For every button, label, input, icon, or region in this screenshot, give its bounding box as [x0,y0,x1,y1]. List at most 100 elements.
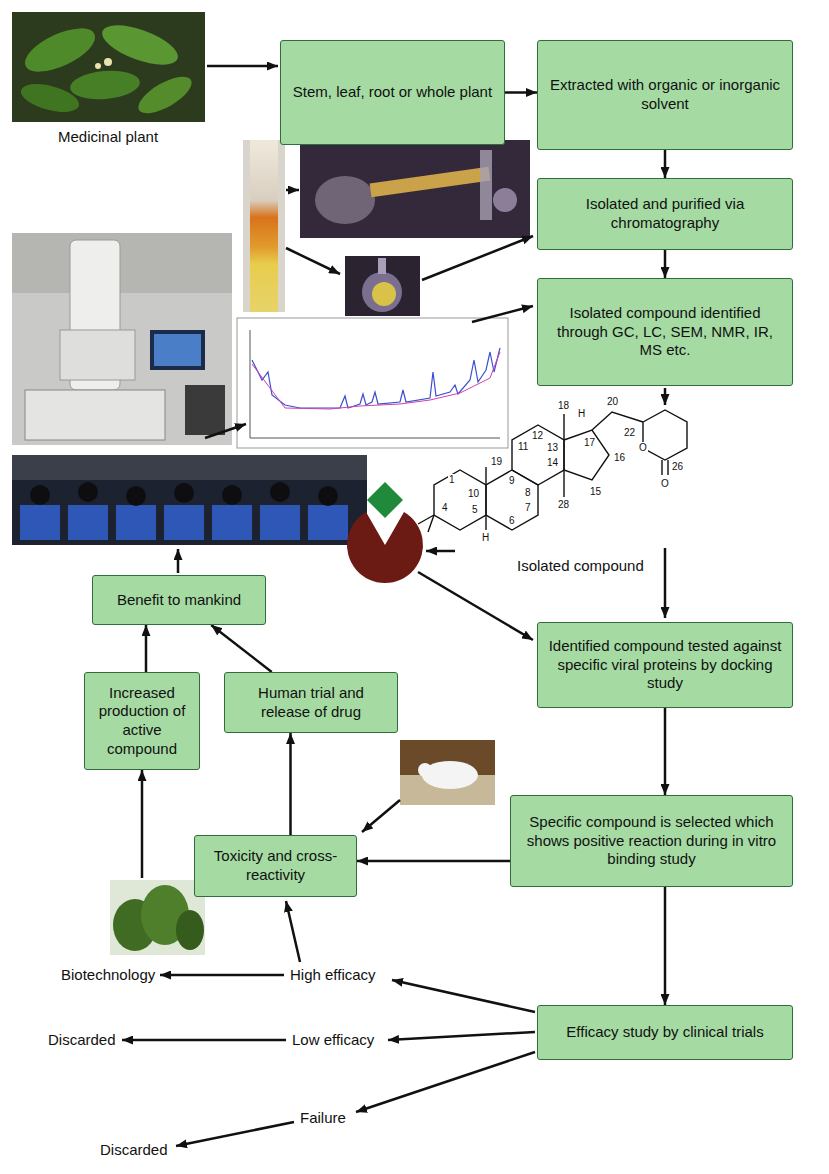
audience-photo [308,505,348,540]
atom-symbol: O [638,442,648,454]
atom-number: 13 [546,442,559,454]
box-text: Toxicity and cross-reactivity [203,847,348,885]
flow-arrow [286,901,300,962]
plant-photo [133,70,197,121]
chemical-structure [564,430,609,480]
column-photo [243,140,285,312]
flow-arrow [286,248,340,274]
process-box: Efficacy study by clinical trials [537,1005,793,1060]
soxhlet-photo [493,188,517,212]
atom-number: 5 [471,504,479,516]
flask-photo [372,282,396,306]
audience-photo [20,505,60,540]
atom-number: 6 [508,515,516,527]
plant-photo [95,63,101,69]
chemical-structure [667,460,668,475]
process-box: Toxicity and cross-reactivity [194,835,357,897]
soxhlet-photo [300,140,530,238]
box-text: Stem, leaf, root or whole plant [293,83,492,102]
microscope-photo [25,390,165,440]
arrow-connector [211,625,272,672]
binding-icon [347,512,423,583]
flask-photo [362,272,402,312]
atom-number: 10 [467,488,480,500]
atom-number: 11 [517,441,529,453]
process-box: Human trial and release of drug [224,672,398,733]
audience-photo [68,505,108,540]
atom-number: 22 [623,427,636,439]
process-box: Identified compound tested against speci… [537,622,793,708]
column-photo [243,140,285,312]
chemical-structure [428,515,434,532]
flow-arrow [362,800,400,832]
plant-photo [104,58,112,66]
atom-number: 17 [583,437,596,449]
chemical-structure [563,414,564,440]
chromatogram [237,318,508,448]
audience-photo [116,505,156,540]
atom-number: 9 [508,475,516,487]
outcome-label: Biotechnology [61,966,155,983]
atom-number: 15 [589,486,602,498]
audience-photo [12,455,367,545]
audience-photo [270,482,290,502]
audience-photo [20,505,348,540]
plant-photo [12,12,205,122]
audience-photo [30,482,338,506]
process-box: Isolated and purified via chromatography [537,178,793,250]
flask-photo [345,256,420,316]
process-box: Extracted with organic or inorganic solv… [537,40,793,150]
chromatogram [237,318,508,448]
microscope-photo [185,385,225,435]
outcome-label: Discarded [100,1141,168,1158]
box-text: Identified compound tested against speci… [546,637,784,693]
flow-arrow [426,550,455,553]
arrow-connector [505,91,537,94]
box-text: Efficacy study by clinical trials [566,1023,763,1042]
soxhlet-photo [315,176,375,224]
microscope-photo [60,330,135,380]
atom-number: 14 [546,457,559,469]
flow-arrow [356,1052,535,1112]
audience-photo [78,482,98,502]
plant-photo [19,19,101,80]
mouse-photo [418,763,432,777]
soxhlet-photo [370,167,491,198]
flask-photo [378,258,386,274]
chemical-structure [486,470,538,530]
arrow-connector [289,733,292,835]
plant-photo [69,68,141,102]
chemical-structure [661,460,662,475]
arrow-connector [357,860,510,863]
microscope-photo [12,233,232,293]
atom-symbol: H [481,532,490,544]
microscope-photo [150,330,205,370]
arrow-connector [664,708,667,795]
flow-arrow [177,549,180,573]
plant-photo [97,17,182,73]
arrow-connector [664,150,667,178]
biotech-photo [110,880,205,955]
plant-photo [12,12,205,122]
audience-photo [260,505,300,540]
atom-number: 4 [441,502,449,514]
outcome-label: Low efficacy [292,1031,374,1048]
flow-arrow [160,974,284,977]
chemical-structure [418,410,687,532]
atom-number: 8 [524,487,532,499]
chemical-structure [563,470,564,497]
chemical-structure [512,425,564,485]
audience-photo [164,505,204,540]
flow-arrow [418,572,533,640]
flow-arrow [122,1039,286,1042]
box-text: Benefit to mankind [117,591,241,610]
audience-photo [12,455,367,480]
arrow-connector [664,887,667,1005]
process-box: Stem, leaf, root or whole plant [280,40,505,145]
audience-photo [318,486,338,506]
plant-photo [18,79,82,118]
atom-number: 28 [557,499,570,511]
flow-arrow [422,236,533,280]
column-photo [250,140,278,312]
